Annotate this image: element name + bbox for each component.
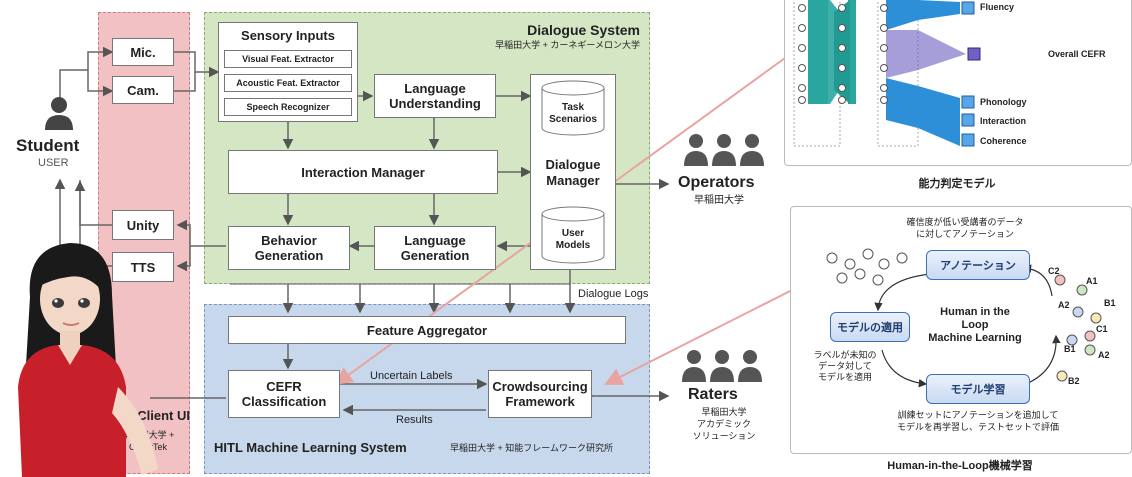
hitl-system-title: HITL Machine Learning System: [214, 440, 407, 455]
raters-affil-1: 早稲田大学: [701, 407, 747, 417]
level-label-b2: B2: [1068, 376, 1080, 386]
hitl-bottom-note-1: 訓練セットにアノテーションを追加して: [897, 410, 1059, 420]
cefr-line-2: Classification: [241, 394, 327, 409]
student-to-mic-arrow: [59, 46, 114, 100]
mic-to-sensory-arrow: [173, 51, 220, 78]
mic-box: Mic.: [112, 38, 174, 66]
level-label-b1: B1: [1104, 298, 1116, 308]
annotation-node: アノテーション: [926, 250, 1030, 280]
cefr-line-1: CEFR: [266, 379, 302, 394]
task-scenarios-line-2: Scenarios: [549, 114, 597, 125]
neural-network-diagram: [793, 0, 981, 147]
hitl-top-note-2: に対してアノテーション: [916, 229, 1014, 239]
level-label-a2-2: A2: [1098, 350, 1110, 360]
hitl-center-line-2: Loop: [961, 319, 989, 331]
acoustic-feature-extractor: Acoustic Feat. Extractor: [224, 74, 352, 92]
hitl-left-note-2: データ対して: [818, 361, 872, 371]
output-phonology: Phonology: [980, 97, 1027, 107]
bg-to-tts-arrow: [176, 246, 191, 272]
user-models-db-icon: [541, 206, 605, 264]
bg-to-unity-arrow: [176, 219, 226, 247]
dialogue-manager-line-2: Manager: [546, 173, 600, 188]
sensory-inputs-title: Sensory Inputs: [241, 28, 335, 43]
speech-recognizer: Speech Recognizer: [224, 98, 352, 116]
interaction-manager-box: Interaction Manager: [228, 150, 498, 194]
output-overall-cefr: Overall CEFR: [1048, 49, 1106, 59]
client-ui-title: Client UI: [137, 408, 190, 423]
raters-affil-2: アカデミック: [696, 419, 751, 429]
hitl-cycle-diagram: [826, 248, 1102, 388]
raters-group-icon: [682, 350, 762, 382]
student-label: Student: [16, 136, 80, 155]
bg-line-2: Generation: [254, 248, 324, 263]
output-coherence: Coherence: [980, 136, 1027, 146]
dialogue-system-title: Dialogue System: [527, 22, 640, 38]
hitl-left-note-1: ラベルが未知の: [813, 350, 877, 360]
hitl-bottom-note-2: モデルを再学習し、テストセットで評価: [896, 422, 1059, 432]
crowd-line-2: Framework: [505, 394, 575, 409]
language-understanding-box: Language Understanding: [374, 74, 496, 118]
hitl-top-note-1: 確信度が低い受講者のデータ: [906, 217, 1024, 227]
level-label-b1-2: B1: [1064, 344, 1076, 354]
student-to-cam-arrow: [87, 70, 114, 97]
dialogue-logs-label: Dialogue Logs: [578, 288, 649, 300]
task-scenarios-db-icon: [541, 80, 605, 136]
crowd-line-1: Crowdsourcing: [492, 379, 588, 394]
hitl-center-line-3: Machine Learning: [928, 332, 1022, 344]
level-label-c2: C2: [1048, 266, 1060, 276]
user-models-line-1: User: [561, 228, 585, 239]
bg-line-1: Behavior: [261, 233, 317, 248]
student-role: USER: [38, 157, 69, 169]
operators-group-icon: [684, 134, 764, 166]
cam-to-sensory-arrow: [173, 72, 196, 92]
raters-label: Raters: [688, 386, 738, 403]
model-apply-node: モデルの適用: [830, 312, 910, 342]
lu-line-2: Understanding: [389, 96, 481, 111]
unity-to-student-arrow: [79, 180, 112, 226]
cam-box: Cam.: [112, 76, 174, 104]
cefr-classification-box: CEFR Classification: [228, 370, 340, 418]
feature-aggregator-box: Feature Aggregator: [228, 316, 626, 344]
dialogue-system-affil: 早稲田大学 + カーネギーメロン大学: [495, 40, 640, 50]
tts-box: TTS: [112, 252, 174, 282]
operators-label: Operators: [678, 174, 755, 191]
hitl-center-line-1: Human in the: [940, 306, 1010, 318]
dialogue-manager-line-1: Dialogue: [545, 157, 601, 172]
user-models-line-2: Models: [555, 240, 591, 251]
student-person-icon: [45, 97, 73, 130]
level-label-c1: C1: [1096, 324, 1108, 334]
avatar-illustration: [18, 243, 158, 477]
behavior-generation-box: Behavior Generation: [228, 226, 350, 270]
level-label-a2: A2: [1058, 300, 1070, 310]
task-scenarios-line-1: Task: [561, 102, 585, 113]
uncertain-labels-label: Uncertain Labels: [370, 370, 453, 382]
lg-line-2: Generation: [400, 248, 470, 263]
crowdsourcing-framework-box: Crowdsourcing Framework: [488, 370, 592, 418]
model-training-node: モデル学習: [926, 374, 1030, 404]
lu-line-1: Language: [404, 81, 466, 96]
raters-affil-3: ソリューション: [692, 431, 756, 441]
hitl-to-crowd-pink-arrow: [604, 285, 801, 385]
level-label-a1: A1: [1086, 276, 1098, 286]
hitl-left-note-3: モデルを適用: [817, 372, 872, 382]
hitl-system-affil: 早稲田大学 + 知能フレームワーク研究所: [450, 443, 613, 453]
output-interaction: Interaction: [980, 116, 1027, 126]
unity-box: Unity: [112, 210, 174, 240]
output-fluency: Fluency: [980, 2, 1015, 12]
lg-line-1: Language: [404, 233, 466, 248]
visual-feature-extractor: Visual Feat. Extractor: [224, 50, 352, 68]
language-generation-box: Language Generation: [374, 226, 496, 270]
ability-model-caption: 能力判定モデル: [918, 178, 996, 190]
hitl-cycle-caption: Human-in-the-Loop機械学習: [887, 460, 1033, 472]
operators-affil: 早稲田大学: [694, 195, 744, 206]
results-label: Results: [396, 414, 433, 426]
